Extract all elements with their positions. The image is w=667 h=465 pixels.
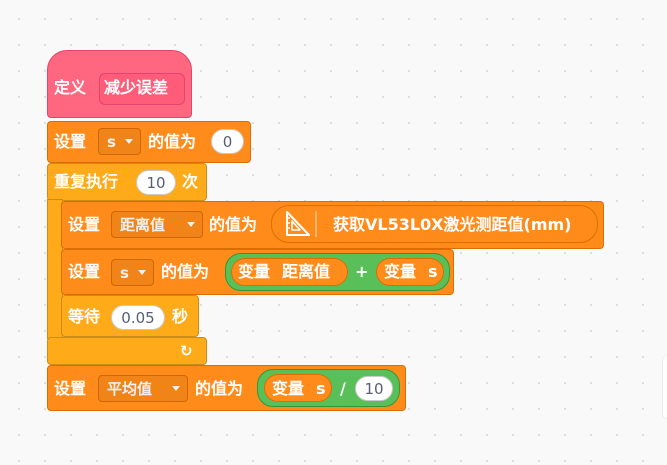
set-label: 设置 [54,132,87,151]
dropdown-value: 平均值 [107,380,153,398]
of-value-to-label: 的值为 [195,379,244,398]
value-input[interactable]: 0 [211,129,244,154]
variable-dropdown-average[interactable]: 平均值 [98,375,188,402]
dropdown-value: 距离值 [120,216,166,234]
loop-arrow-icon: ↻ [180,342,193,360]
chevron-down-icon [125,139,133,144]
repeat-block-bottom [47,337,207,365]
variable-reporter-name: s [316,379,326,398]
sensor-label: 获取VL53L0X激光测距值(mm) [333,215,572,234]
set-label: 设置 [68,262,101,281]
repeat-label: 重复执行 [54,172,119,191]
define-keyword: 定义 [54,78,87,97]
custom-block-label: 减少误差 [104,78,169,97]
custom-block-name[interactable] [99,73,185,105]
times-suffix: 次 [182,172,199,191]
chevron-down-icon [187,222,195,227]
wait-label: 等待 [68,307,101,326]
variable-reporter-label: 变量 [238,262,271,281]
variable-dropdown-s[interactable]: s [98,128,141,155]
of-value-to-label: 的值为 [209,215,258,234]
scrollbar[interactable] [662,355,667,419]
divisor-input[interactable]: 10 [355,376,393,401]
variable-reporter-s[interactable] [264,374,332,402]
repeat-times-input[interactable]: 10 [136,170,176,195]
variable-reporter-label: 变量 [384,262,417,281]
dropdown-value: s [120,264,129,282]
dropdown-value: s [107,133,116,151]
variable-reporter-label: 变量 [272,379,305,398]
sensor-reporter[interactable] [271,205,598,243]
ruler-triangle-icon [281,209,325,239]
of-value-to-label: 的值为 [148,132,197,151]
chevron-down-icon [172,386,180,391]
wait-seconds-input[interactable]: 0.05 [111,305,165,330]
chevron-down-icon [138,270,146,275]
variable-dropdown-s[interactable]: s [111,259,154,286]
set-label: 设置 [54,379,87,398]
variable-reporter-distance[interactable] [231,258,348,286]
variable-reporter-s[interactable] [376,258,444,286]
repeat-block[interactable] [47,163,207,201]
variable-reporter-name: s [428,262,438,281]
seconds-unit: 秒 [172,307,189,326]
variable-reporter-name: 距离值 [282,262,331,281]
divide-operator: / [340,379,346,398]
variable-dropdown-distance[interactable]: 距离值 [111,211,203,238]
plus-operator: + [355,262,369,281]
of-value-to-label: 的值为 [161,262,210,281]
set-label: 设置 [68,215,101,234]
